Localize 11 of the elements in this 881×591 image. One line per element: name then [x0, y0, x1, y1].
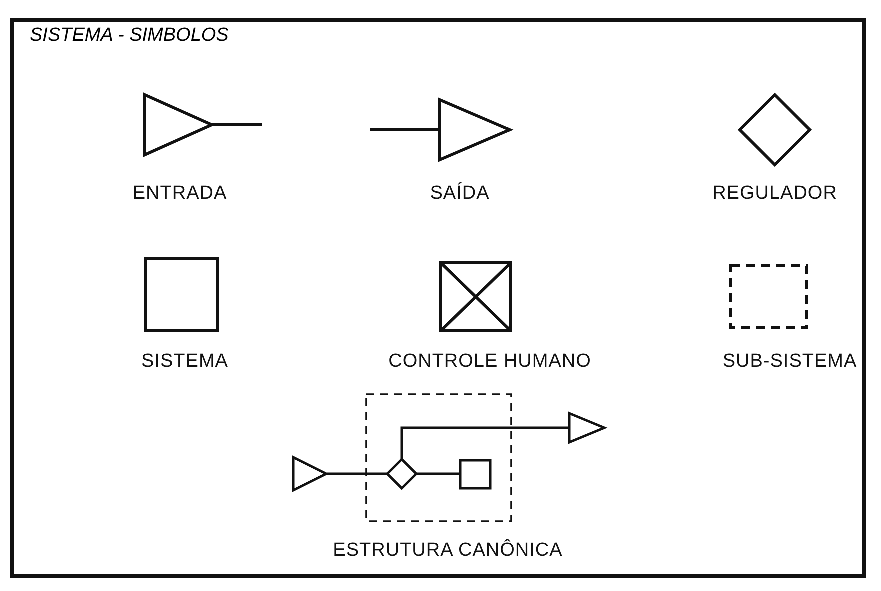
symbol-caption: SAÍDA: [430, 183, 490, 205]
connector-line: [417, 472, 460, 476]
symbol-caption: ENTRADA: [132, 183, 228, 205]
symbol-caption: SISTEMA: [142, 351, 228, 373]
symbol-caption: CONTROLE HUMANO: [388, 351, 592, 373]
symbol-caption: SUB-SISTEMA: [722, 351, 858, 373]
connector-line: [327, 472, 387, 476]
structure-caption: ESTRUTURA CANÔNICA: [333, 540, 563, 562]
diagram-title: SISTEMA - SIMBOLOS: [30, 25, 229, 47]
symbol-caption: REGULADOR: [712, 183, 838, 205]
connector-line: [400, 426, 569, 459]
